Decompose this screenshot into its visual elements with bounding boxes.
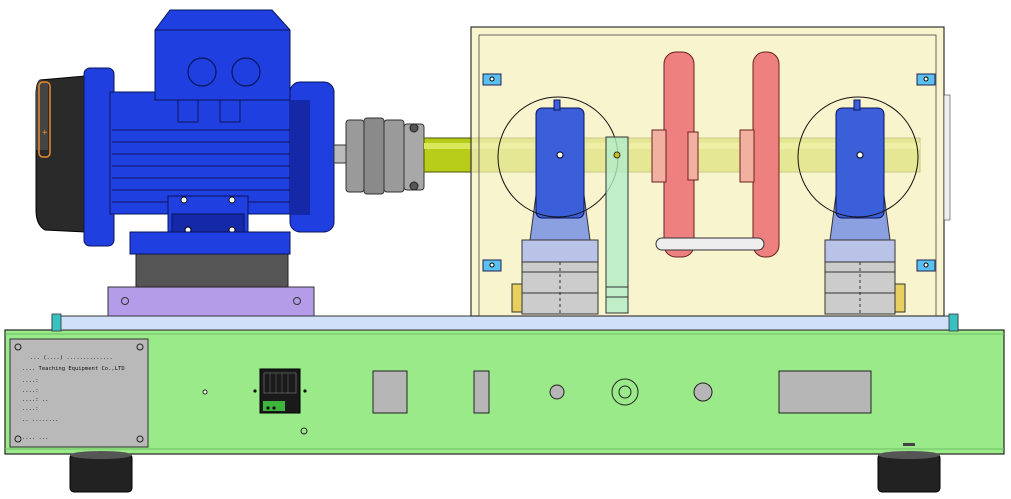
nameplate-plate bbox=[9, 338, 149, 448]
bearing-left bbox=[497, 96, 619, 315]
panel-hole-screw bbox=[300, 427, 308, 435]
bearing-left-housing bbox=[535, 107, 585, 219]
nameplate: ... (....) .............. .... Teaching … bbox=[9, 338, 149, 448]
support-bar bbox=[605, 136, 629, 314]
coupling-hub-2 bbox=[363, 117, 385, 195]
panel-hole-small bbox=[202, 389, 208, 395]
switch-cutout[interactable] bbox=[372, 370, 408, 414]
plus-icon: + bbox=[42, 128, 48, 138]
motor-gland-2 bbox=[231, 57, 261, 87]
indicator-light-2 bbox=[693, 382, 713, 402]
top-plate bbox=[51, 315, 959, 331]
rotor-discs bbox=[651, 51, 780, 258]
motor-end-cap-label bbox=[38, 81, 51, 158]
coupling-hub-4 bbox=[403, 123, 425, 191]
motor-terminal-box bbox=[154, 9, 291, 101]
disc-hub-1 bbox=[651, 129, 667, 183]
motor-gland-1 bbox=[187, 57, 217, 87]
nameplate-line-1: ... (....) .............. bbox=[30, 355, 113, 361]
top-plate-end-left bbox=[51, 313, 62, 332]
motor: + bbox=[35, 9, 335, 255]
nameplate-line-3: ....: bbox=[22, 378, 39, 384]
disc-hub-2 bbox=[739, 129, 755, 183]
coupling-hub-3 bbox=[383, 119, 405, 193]
rocker-cutout[interactable] bbox=[473, 370, 490, 414]
nameplate-line-8: .... ... bbox=[22, 435, 49, 441]
bearing-right-housing bbox=[835, 107, 885, 219]
nameplate-line-4: ....: bbox=[22, 388, 39, 394]
feet bbox=[69, 443, 941, 493]
foot-right bbox=[877, 453, 941, 493]
display-window bbox=[778, 370, 872, 414]
motor-mount bbox=[107, 253, 315, 317]
motor-mount-plate bbox=[107, 286, 315, 317]
disc-link-bar bbox=[655, 237, 765, 251]
coupling-hub-1 bbox=[345, 119, 365, 193]
bearing-right bbox=[797, 96, 919, 315]
nameplate-line-6: ....: bbox=[22, 406, 39, 412]
motor-pedestal bbox=[135, 253, 289, 288]
nameplate-line-7: .. ........ bbox=[22, 417, 58, 423]
nameplate-line-2: .... Teaching Equipment Co.,LTD bbox=[22, 366, 125, 372]
rotor-disc-2 bbox=[752, 51, 780, 258]
foot-left bbox=[69, 453, 133, 493]
top-plate-end-right bbox=[948, 313, 959, 332]
indicator-light bbox=[549, 384, 565, 400]
nameplate-line-5: ....: .. bbox=[22, 397, 49, 403]
motor-body bbox=[109, 91, 301, 215]
control-panel bbox=[202, 368, 872, 435]
coupling bbox=[333, 117, 425, 195]
bearing-right-outline bbox=[797, 96, 919, 218]
